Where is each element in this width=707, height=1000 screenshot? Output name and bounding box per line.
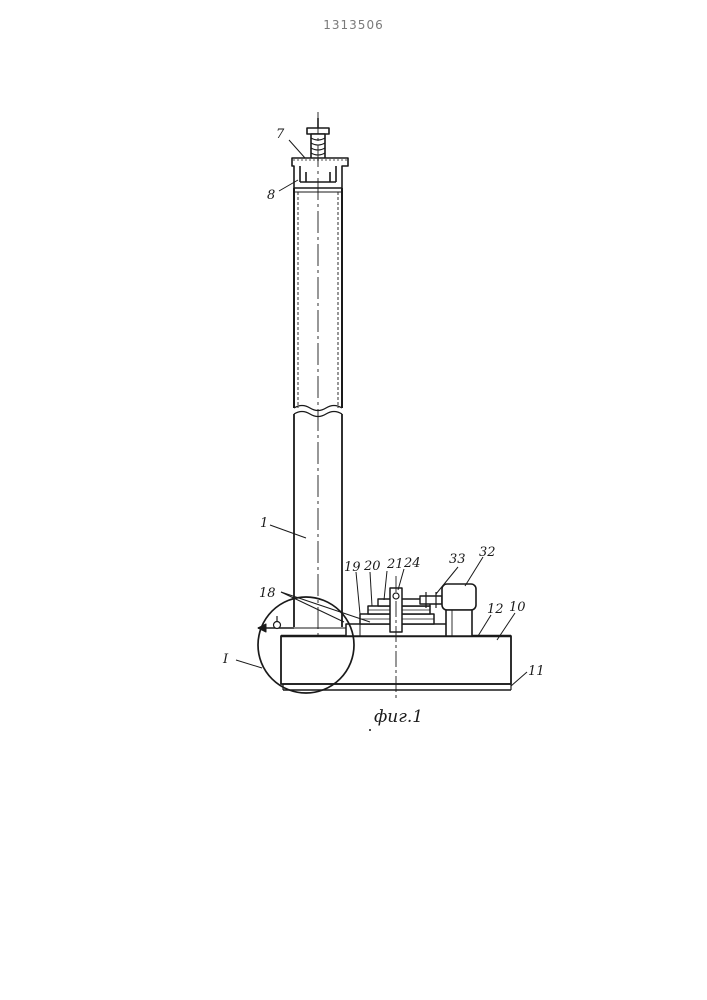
ref-label-8: 8 bbox=[267, 188, 275, 203]
outlet-pipe bbox=[258, 616, 346, 632]
ref-label-11: 11 bbox=[528, 664, 545, 679]
ref-label-12: 12 bbox=[487, 602, 504, 617]
ref-label-7: 7 bbox=[276, 127, 285, 142]
ref-label-21: 21 bbox=[386, 557, 404, 572]
ref-label-24: 24 bbox=[403, 556, 421, 571]
motor-32 bbox=[442, 584, 476, 636]
ref-label-1: 1 bbox=[260, 516, 268, 531]
ref-label-20: 20 bbox=[363, 559, 381, 574]
ref-label-19: 19 bbox=[344, 560, 361, 575]
ref-label-32: 32 bbox=[479, 545, 496, 560]
ref-label-18: 18 bbox=[259, 586, 276, 601]
figure-caption: фиг.1 bbox=[374, 707, 423, 727]
ref-label-I: I bbox=[222, 652, 229, 667]
ref-label-10: 10 bbox=[509, 600, 526, 615]
ref-label-33: 33 bbox=[449, 552, 466, 567]
